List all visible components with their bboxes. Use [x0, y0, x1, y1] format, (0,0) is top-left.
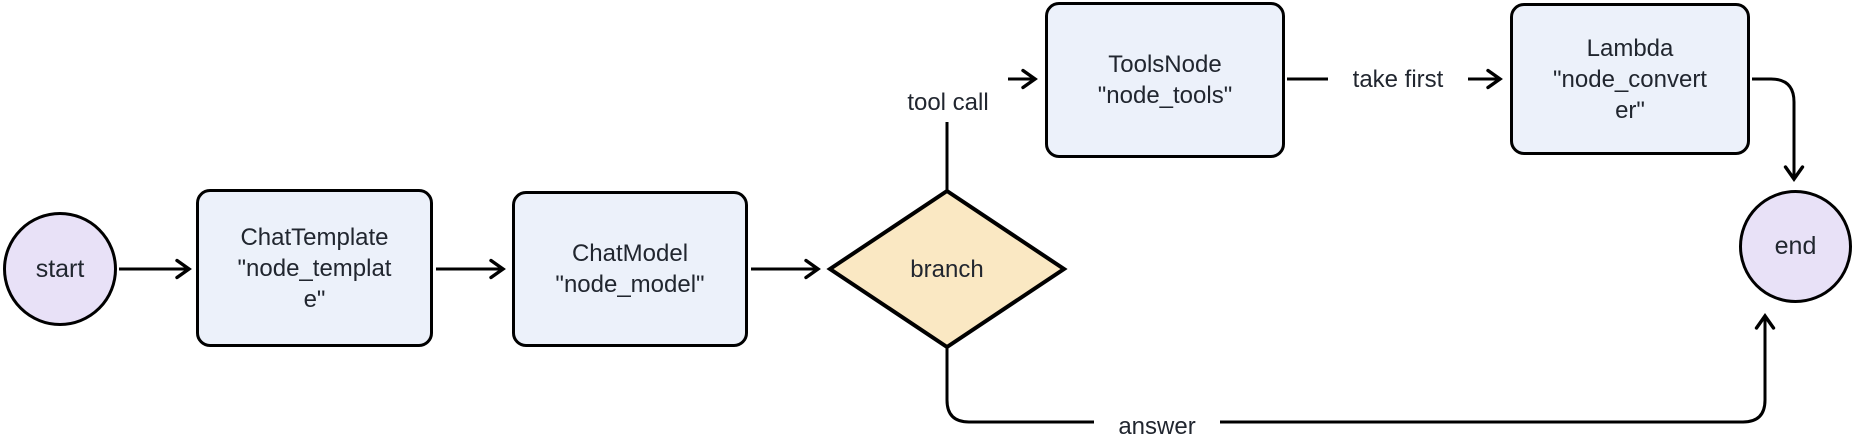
- edge-label-background-tool-call: [880, 56, 1008, 122]
- node-chat-model: ChatModel "node_model": [512, 191, 748, 347]
- node-tools-label: ToolsNode "node_tools": [1097, 51, 1233, 109]
- node-branch-label: branch: [910, 256, 984, 283]
- edge-label-answer: answer: [1118, 413, 1196, 440]
- node-start-label: start: [35, 254, 85, 283]
- edge-label-tool-call: tool call: [907, 89, 989, 116]
- node-lambda: Lambda "node_convert er": [1510, 3, 1750, 155]
- edge-label-take-first: take first: [1352, 66, 1444, 93]
- node-end: end: [1739, 190, 1852, 303]
- node-lambda-label: Lambda "node_convert er": [1553, 34, 1707, 124]
- edge-label-background-answer: [1094, 408, 1220, 440]
- node-tools: ToolsNode "node_tools": [1045, 2, 1285, 158]
- node-chat-template-label: ChatTemplate "node_templat e": [237, 223, 392, 313]
- node-start: start: [3, 212, 117, 326]
- edge-label-background-take-first: [1328, 62, 1468, 96]
- node-end-label: end: [1774, 232, 1817, 260]
- edge-lambda-to-end: [1752, 77, 1805, 182]
- edge-branch-to-end: [945, 313, 1776, 424]
- node-branch-shape: [826, 188, 1068, 350]
- node-chat-template: ChatTemplate "node_templat e": [196, 189, 433, 347]
- node-chat-model-label: ChatModel "node_model": [555, 240, 705, 298]
